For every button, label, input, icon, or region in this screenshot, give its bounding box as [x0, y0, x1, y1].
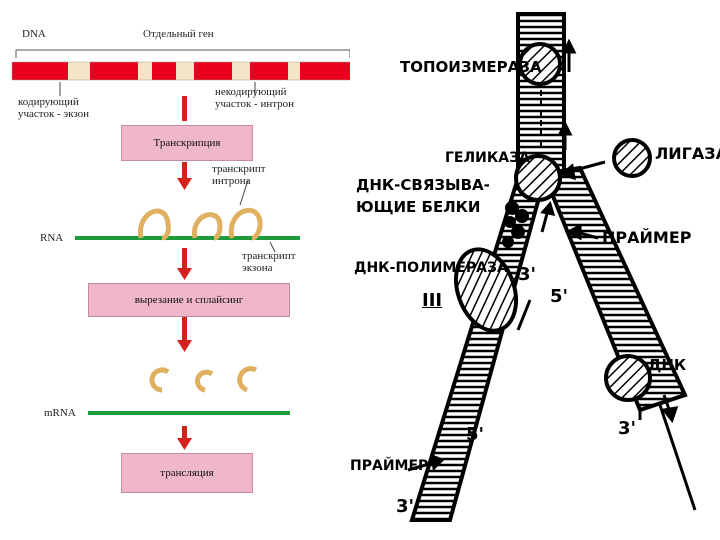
exon-segment	[194, 62, 232, 80]
label-3-prime-c: 3'	[396, 496, 415, 517]
label-5-prime-a: 5'	[550, 286, 569, 307]
label-3-prime-a: 3'	[518, 264, 537, 285]
label-3-prime-b: 3'	[618, 418, 637, 439]
splicing-diagram: DNA Отдельный ген	[0, 0, 350, 540]
ssb-proteins	[502, 201, 529, 248]
exon-segment	[250, 62, 288, 80]
exon-segment	[90, 62, 138, 80]
polymerase-circle	[454, 247, 518, 333]
label-5-prime-b: 5'	[466, 424, 485, 445]
dnk-label: ДНК	[648, 356, 687, 374]
exon-segment	[152, 62, 176, 80]
exon-segment	[12, 62, 68, 80]
topoisomerase-circle	[518, 42, 562, 86]
polymerase-number: III	[422, 290, 443, 311]
ssb-label: ДНК-СВЯЗЫВА- ЮЩИЕ БЕЛКИ	[356, 176, 490, 216]
primer-bottom-label: ПРАЙМЕР	[350, 458, 429, 474]
leading-strand	[409, 173, 548, 522]
helicase-label: ГЕЛИКАЗА	[445, 150, 530, 166]
ligase-label: ЛИГАЗА	[655, 144, 720, 163]
excised-introns	[149, 366, 258, 393]
helicase-circle	[514, 154, 562, 202]
splicing-graphics	[11, 49, 350, 450]
transcription-box: Транскрипция	[121, 125, 253, 161]
intron-label: некодирующий участок - интрон	[215, 86, 295, 110]
polymerase-label: ДНК-ПОЛИМЕРАЗА	[354, 260, 508, 276]
primer-top-label: ПРАЙМЕР	[602, 228, 692, 247]
replication-fork-diagram: ТОПОИЗМЕРАЗА ГЕЛИКАЗА ЛИГАЗА ДНК-СВЯЗЫВА…	[340, 0, 720, 540]
exon-transcript-label: транскрипт экзона	[242, 250, 296, 274]
dnk-circle	[604, 354, 652, 402]
translation-box: трансляция	[121, 453, 253, 493]
mrna-label: mRNA	[44, 407, 76, 419]
exon-label: кодирующий участок - экзон	[18, 96, 90, 120]
splicing-box: вырезание и сплайсинг	[88, 283, 290, 317]
rna-label: RNA	[40, 232, 64, 244]
gene-label: Отдельный ген	[143, 28, 214, 40]
topoisomerase-label: ТОПОИЗМЕРАЗА	[400, 58, 542, 76]
exon-segment	[300, 62, 350, 80]
flow-arrows	[177, 96, 192, 450]
exon-segments	[12, 62, 350, 80]
ligase-circle	[612, 138, 652, 178]
fork-graphics	[407, 12, 697, 522]
intron-transcript-label: транскрипт интрона	[212, 163, 266, 187]
dna-label: DNA	[22, 28, 46, 40]
